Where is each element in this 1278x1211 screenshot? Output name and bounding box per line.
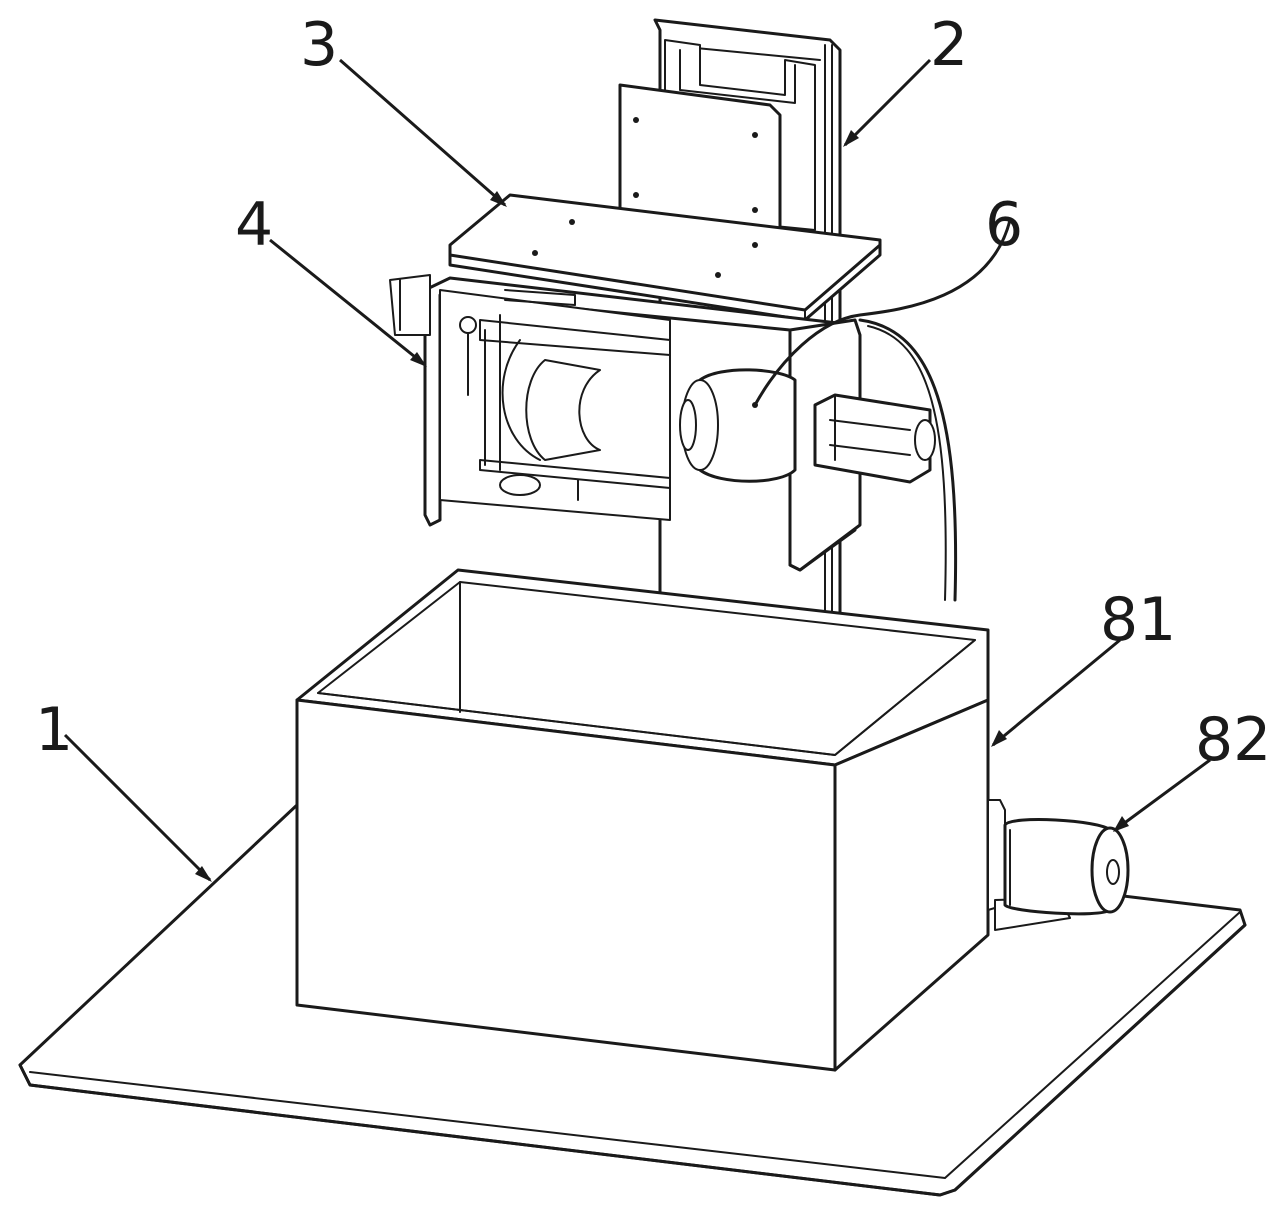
label-4-text: 4 (235, 190, 273, 260)
label-81: 81 (991, 585, 1176, 747)
label-81-text: 81 (1100, 585, 1176, 655)
tank (297, 570, 988, 1070)
label-6-text: 6 (985, 190, 1023, 260)
label-2: 2 (843, 10, 968, 147)
label-3-text: 3 (300, 10, 338, 80)
label-1-text: 1 (35, 695, 73, 765)
pump-motor (988, 800, 1128, 930)
label-2-text: 2 (930, 10, 968, 80)
label-1: 1 (35, 695, 212, 882)
label-82: 82 (1113, 705, 1271, 832)
label-82-text: 82 (1195, 705, 1271, 775)
label-3: 3 (300, 10, 507, 207)
